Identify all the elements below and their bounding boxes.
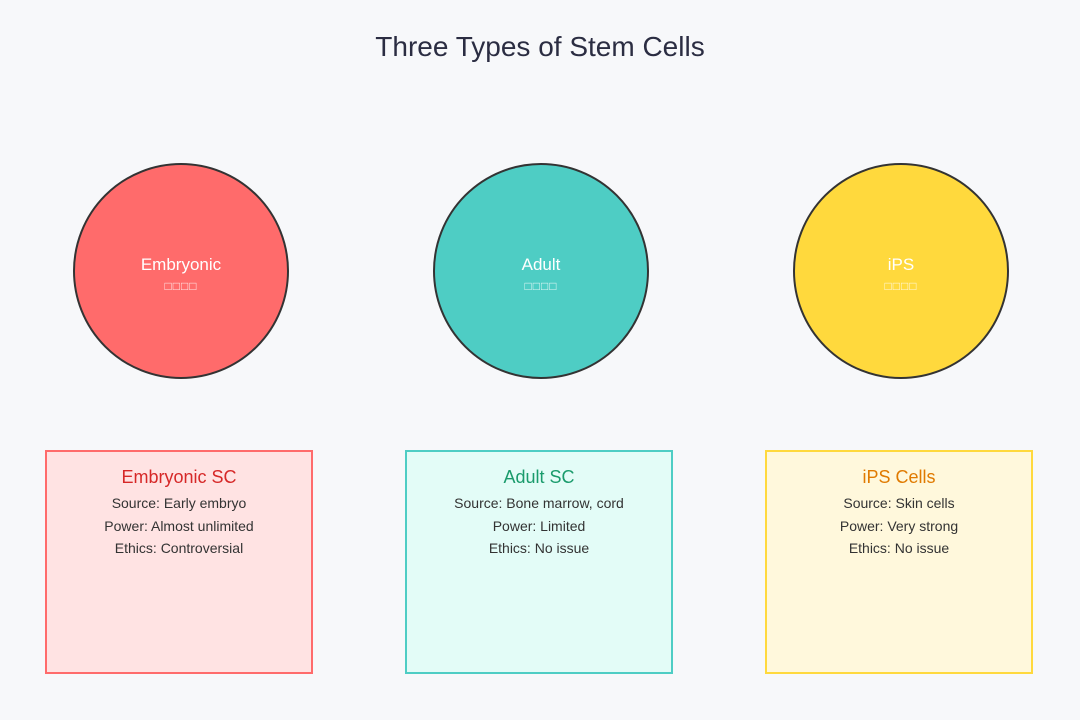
- info-power: Power: Very strong: [839, 517, 959, 534]
- circle-sublabel: □□□□: [164, 279, 198, 293]
- circle-label: iPS: [887, 255, 915, 274]
- diagram-title: Three Types of Stem Cells: [375, 31, 705, 62]
- info-source: Source: Bone marrow, cord: [454, 495, 624, 511]
- circle-sublabel: □□□□: [884, 279, 918, 293]
- info-box-heading: Adult SC: [503, 467, 575, 487]
- circle-label: Embryonic: [140, 255, 222, 274]
- info-box-heading: iPS Cells: [862, 467, 936, 487]
- info-ethics: Ethics: Controversial: [114, 540, 244, 556]
- info-power: Power: Almost unlimited: [104, 517, 254, 534]
- embryonic-circle: Embryonic □□□□: [73, 163, 289, 379]
- adult-info-box: Adult SC Source: Bone marrow, cord Power…: [405, 450, 673, 674]
- ips-info-box: iPS Cells Source: Skin cells Power: Very…: [765, 450, 1033, 674]
- info-box-heading: Embryonic SC: [121, 467, 237, 487]
- info-source: Source: Early embryo: [111, 495, 247, 511]
- info-ethics: Ethics: No issue: [848, 540, 950, 556]
- info-power: Power: Limited: [492, 517, 586, 534]
- ips-circle: iPS □□□□: [793, 163, 1009, 379]
- embryonic-info-box: Embryonic SC Source: Early embryo Power:…: [45, 450, 313, 674]
- circle-sublabel: □□□□: [524, 279, 558, 293]
- adult-circle: Adult □□□□: [433, 163, 649, 379]
- info-source: Source: Skin cells: [843, 495, 955, 511]
- info-ethics: Ethics: No issue: [488, 540, 590, 556]
- circle-label: Adult: [521, 255, 561, 274]
